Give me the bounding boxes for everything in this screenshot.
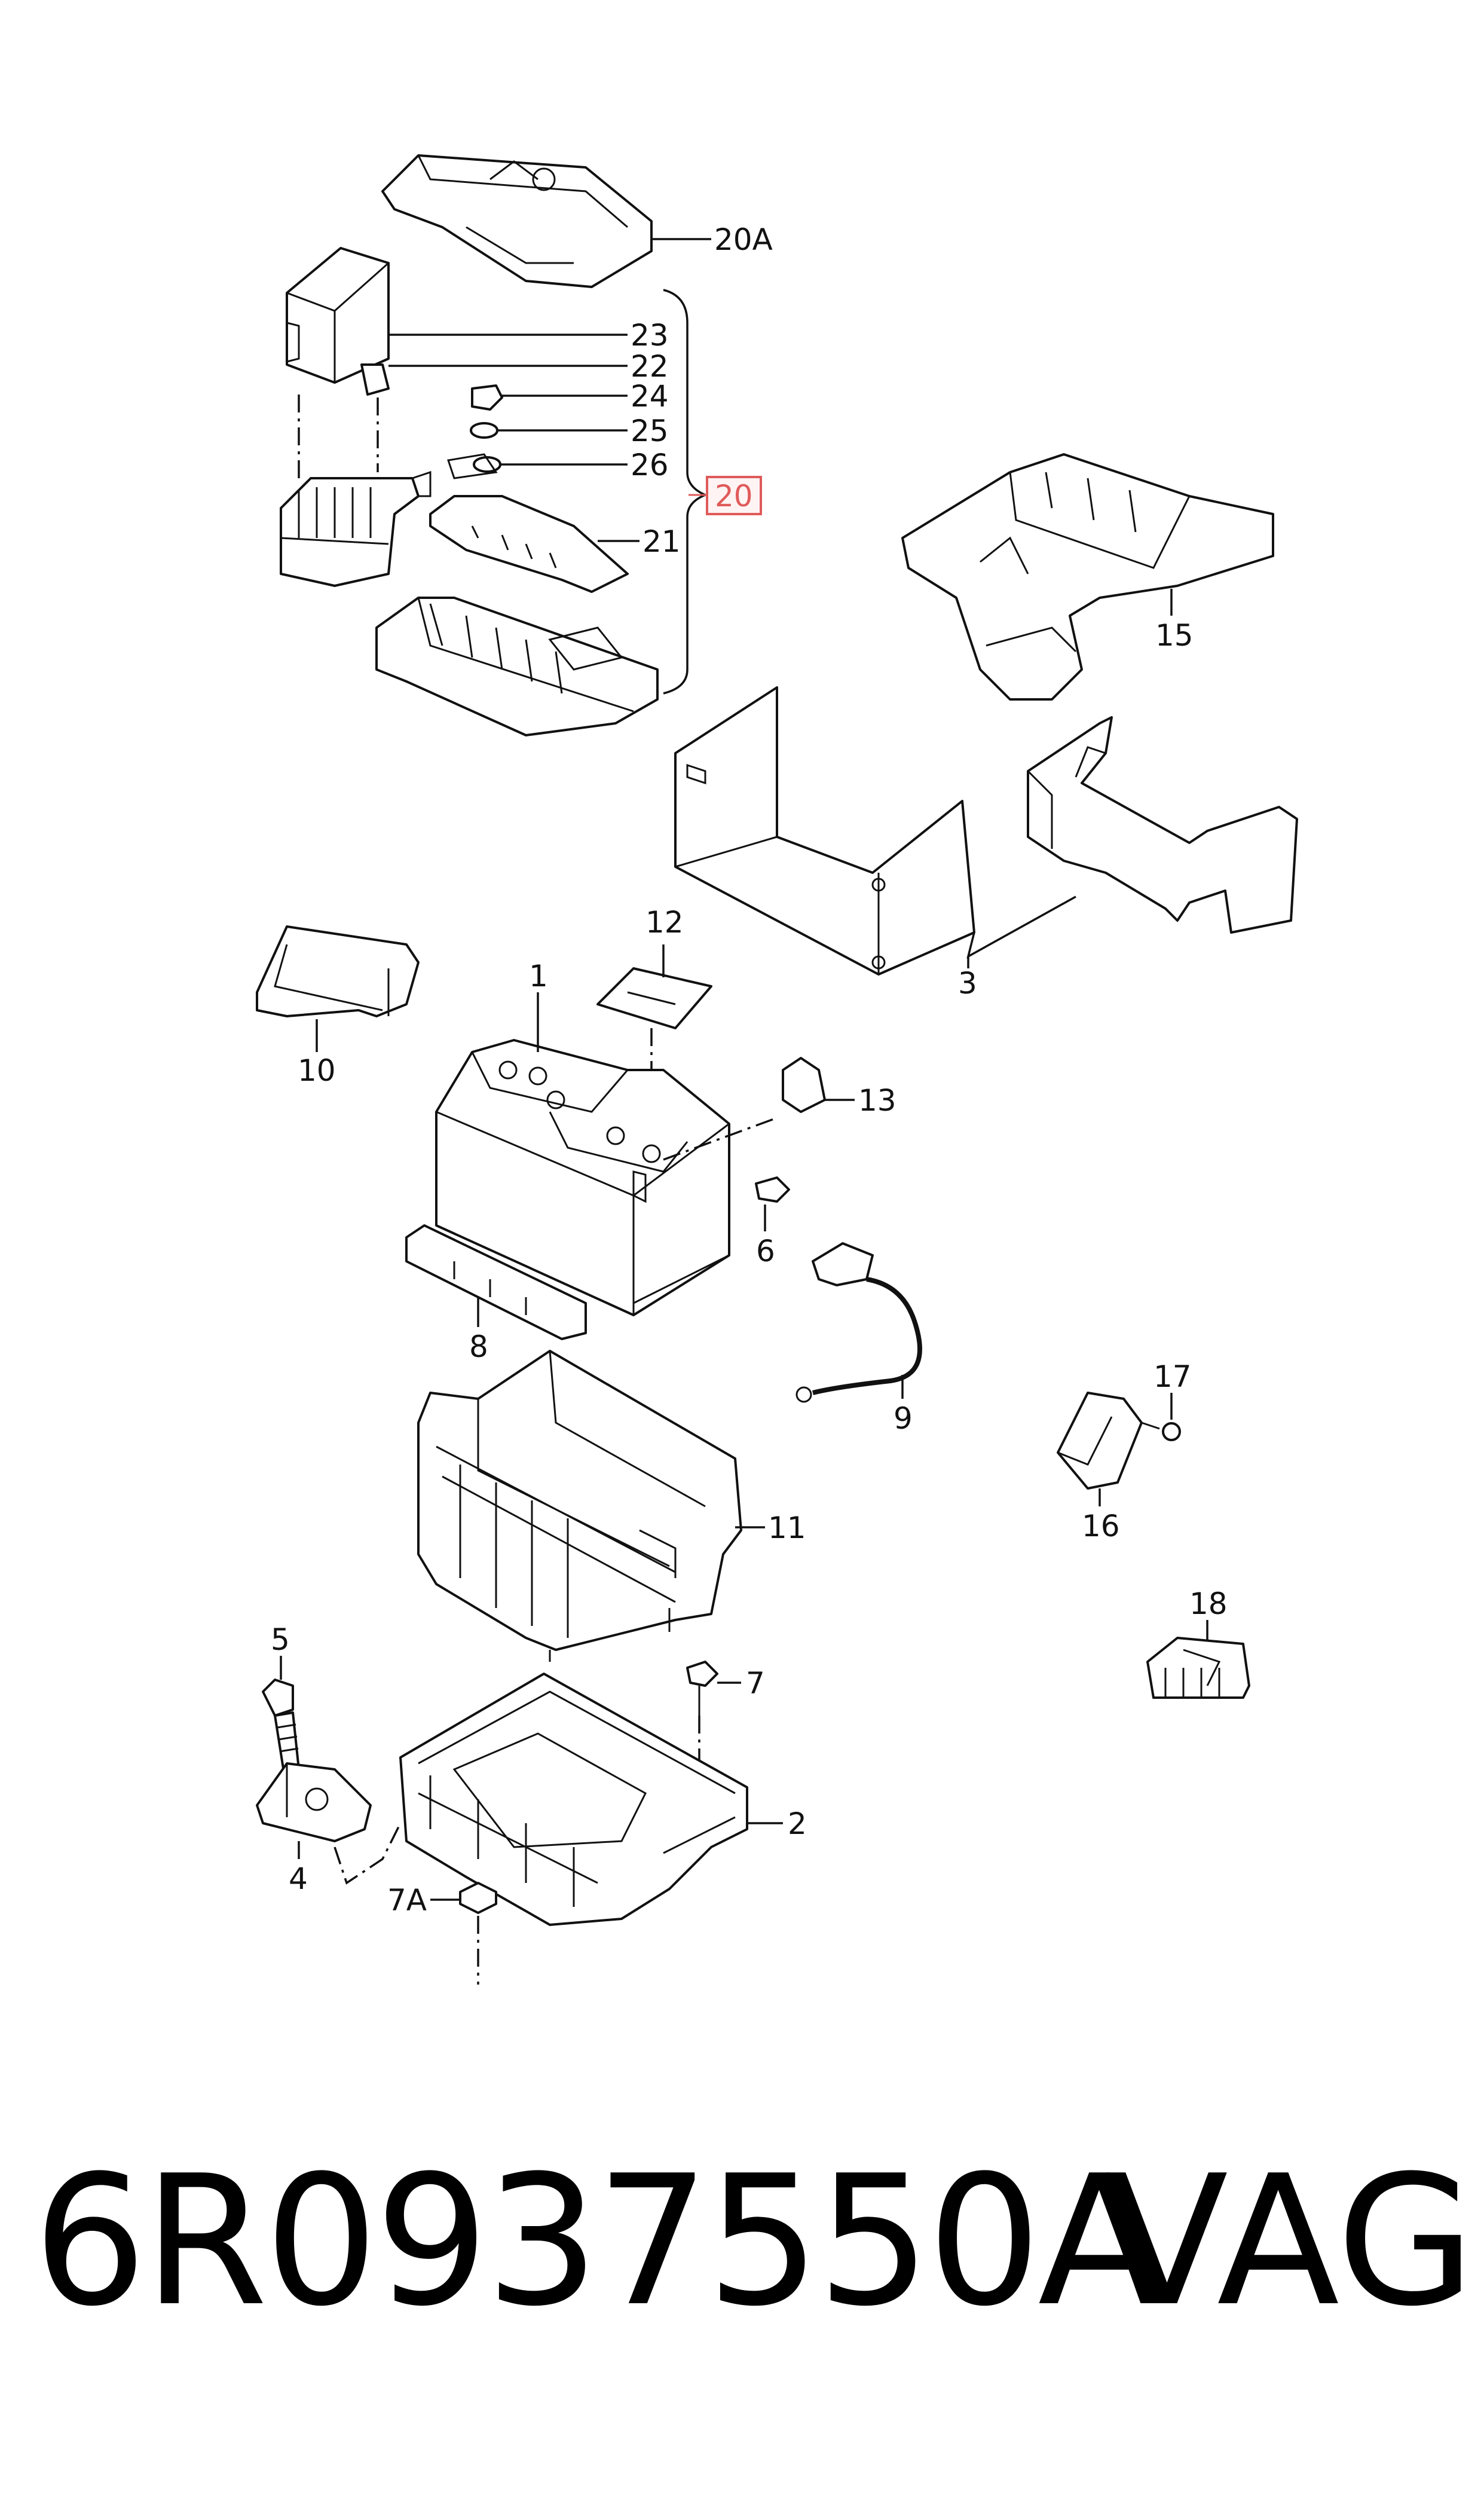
callout-26: 26 (631, 448, 669, 482)
callout-4: 4 (289, 1861, 308, 1896)
callout-8: 8 (469, 1329, 488, 1364)
callout-10: 10 (298, 1053, 336, 1088)
part-13-terminal-cap (782, 1057, 826, 1113)
part-21-busbar (429, 453, 629, 593)
part-23-relay (286, 247, 390, 384)
callout-2: 2 (788, 1806, 807, 1841)
callout-23: 23 (631, 318, 669, 353)
part-6-plug (755, 1176, 790, 1203)
callout-24: 24 (631, 379, 669, 414)
part-24-nut (471, 384, 503, 411)
callout-20-box (706, 476, 762, 515)
part-9-cable (795, 1242, 922, 1403)
callout-5: 5 (271, 1622, 290, 1657)
part-fuse-holder (280, 470, 432, 587)
part-1-battery (435, 1039, 730, 1316)
callout-17: 17 (1153, 1359, 1192, 1394)
part-2-base-tray (399, 1673, 748, 1926)
part-7A-nut (459, 1882, 497, 1914)
part-17-screw (1141, 1421, 1181, 1441)
callout-7A: 7A (387, 1883, 427, 1918)
part-20A-cover (381, 154, 653, 288)
part-18-comb (1146, 1637, 1250, 1699)
part-25-washer (470, 422, 498, 439)
callout-13: 13 (858, 1083, 896, 1118)
exploded-parts-diagram: 20A 23 22 24 25 26 20 21 15 3 12 10 1 13… (256, 154, 1298, 1985)
callout-20A: 20A (714, 222, 773, 257)
part-16-module (1057, 1392, 1143, 1490)
part-11-battery-box (417, 1350, 742, 1662)
callout-22: 22 (631, 349, 669, 384)
callout-1: 1 (529, 959, 548, 993)
callout-15: 15 (1155, 618, 1194, 653)
callout-12: 12 (645, 905, 684, 940)
callout-9: 9 (894, 1401, 913, 1436)
part-number: 6R0937550A (33, 2137, 1161, 2346)
part-7-bolt (686, 1661, 718, 1716)
brand-name: VAG (1106, 2137, 1476, 2346)
part-15-bracket (901, 453, 1274, 701)
part-8-strip (405, 1224, 587, 1340)
part-22-fuse (360, 363, 390, 396)
callout-20: 20 (715, 479, 753, 513)
callout-3: 3 (958, 966, 977, 1001)
callout-16: 16 (1082, 1509, 1120, 1543)
callout-21: 21 (642, 524, 681, 559)
callout-6: 6 (756, 1234, 775, 1268)
part-4-clamp (256, 1762, 372, 1842)
part-5-bolt (262, 1679, 300, 1774)
part-fuse-box-base (375, 597, 659, 736)
callout-7: 7 (746, 1666, 765, 1701)
part-3-insulation (674, 686, 975, 976)
part-3-cover (1027, 716, 1298, 934)
callout-11: 11 (768, 1511, 806, 1545)
part-12-label (596, 967, 712, 1029)
callout-25: 25 (631, 414, 669, 448)
callout-18: 18 (1189, 1586, 1228, 1621)
part-10-cover (256, 925, 420, 1017)
